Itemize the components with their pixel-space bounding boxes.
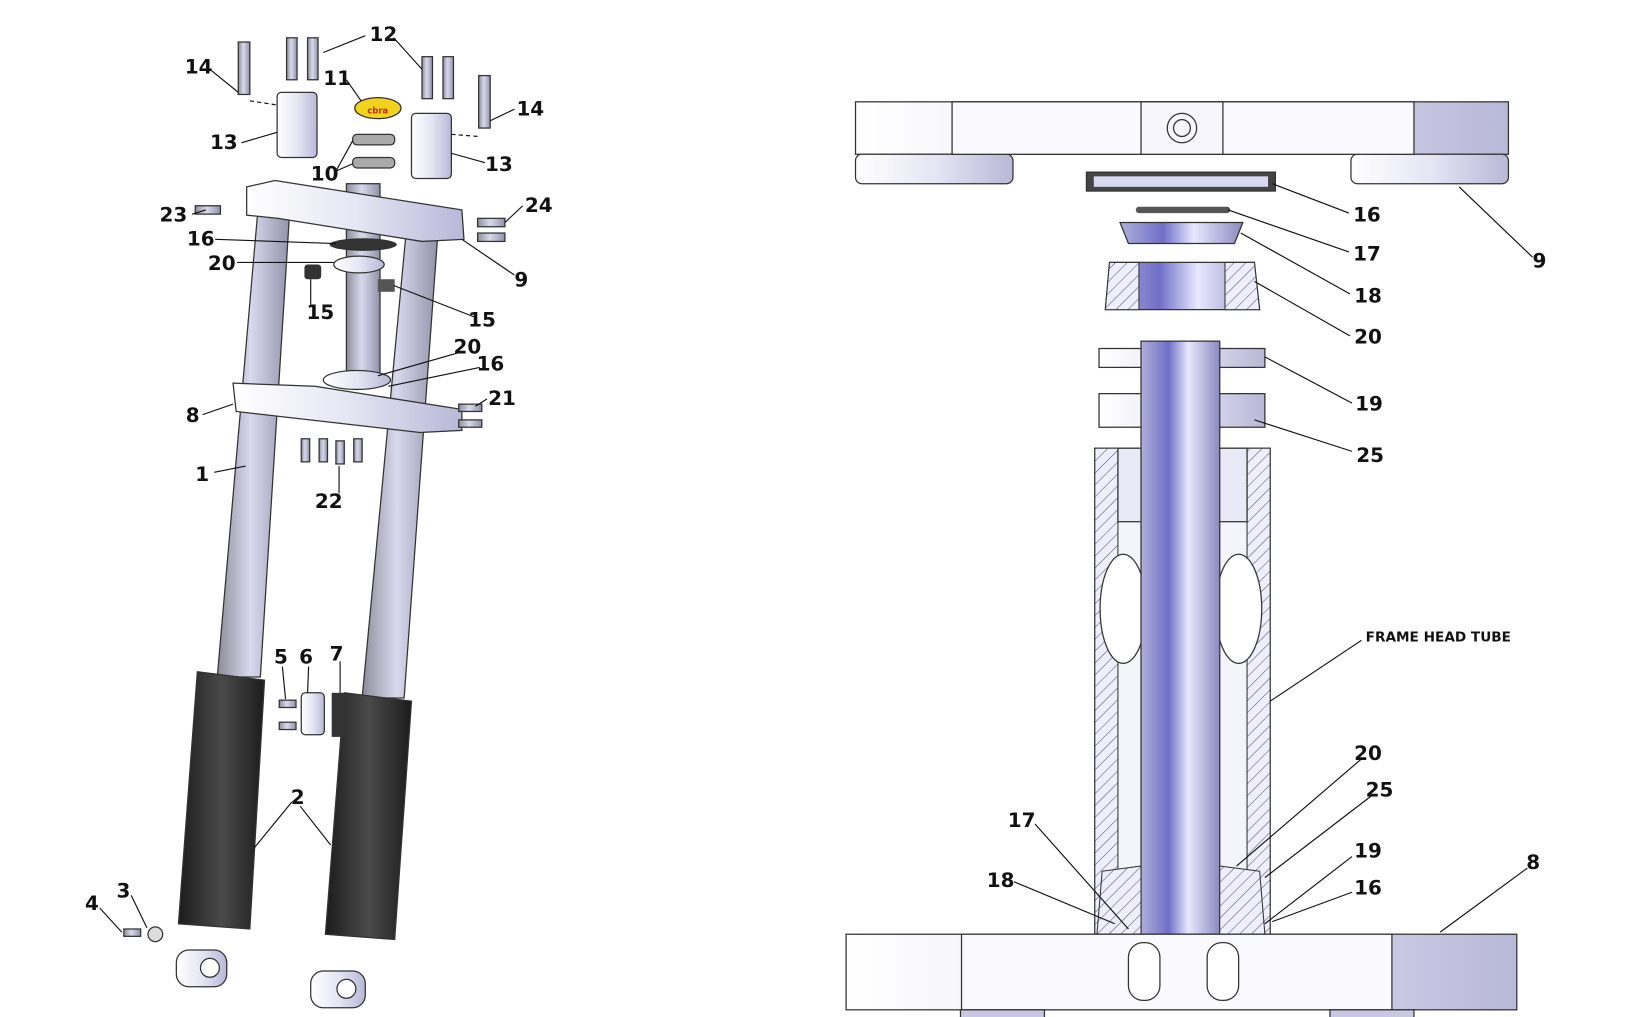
part-label: 16	[1354, 875, 1382, 899]
part-label: 3	[117, 878, 131, 902]
part-label: 19	[1355, 391, 1383, 415]
part-label: 7	[330, 641, 344, 665]
part-label: 8	[186, 403, 200, 427]
part-label: 10	[311, 162, 339, 186]
part-label: 13	[485, 152, 513, 176]
part-label: 22	[315, 489, 343, 513]
part-label: 16	[477, 352, 505, 376]
top-clamp-section	[854, 101, 1510, 185]
part-label: 21	[488, 386, 516, 410]
part-label: 14	[516, 96, 544, 120]
part-label: 9	[1533, 249, 1547, 273]
part-label: 13	[210, 130, 238, 154]
part-label: 19	[1354, 839, 1382, 863]
part-label: 20	[1354, 324, 1382, 348]
fork-lower-left	[177, 671, 266, 930]
part-label: 16	[1353, 202, 1381, 226]
part-label: 25	[1366, 778, 1394, 802]
brand-logo: cbra	[367, 105, 388, 115]
part-label: 18	[1354, 283, 1382, 307]
top-nut-cap: cbra	[354, 96, 402, 120]
part-label: 8	[1526, 850, 1540, 874]
part-label: 5	[274, 644, 288, 668]
part-label: 6	[299, 644, 313, 668]
part-label: 20	[208, 251, 236, 275]
bar-clamp-right	[410, 112, 453, 180]
stem-tube	[1140, 340, 1221, 935]
part-label: 25	[1356, 443, 1384, 467]
frame-head-tube-label: FRAME HEAD TUBE	[1366, 629, 1511, 645]
part-label: 2	[291, 785, 305, 809]
part-label: 11	[323, 66, 351, 90]
part-label: 12	[369, 22, 397, 46]
part-label: 4	[85, 891, 99, 915]
part-label: 15	[307, 300, 335, 324]
left-exploded-view: cbra 12 14 11 14 13 13 10 23 24 16 20 9 …	[85, 22, 553, 1009]
leader-lines-right	[1013, 183, 1533, 933]
part-label: 15	[468, 307, 496, 331]
cable-guide	[300, 692, 325, 736]
bolts	[123, 37, 506, 937]
part-label: 20	[1354, 741, 1382, 765]
fork-lower-right	[324, 692, 413, 941]
part-label: 17	[1008, 808, 1036, 832]
bottom-clamp-section	[845, 933, 1518, 1017]
leader-lines-left	[99, 35, 524, 933]
bar-clamp-left	[276, 91, 318, 159]
part-label: 20	[453, 335, 481, 359]
right-section-view: 16 17 9 18 20 19 25 20 25 17 19 8 18 16 …	[845, 101, 1547, 1017]
part-label: 9	[514, 268, 528, 292]
bottom-triple-clamp	[232, 382, 463, 434]
top-triple-clamp	[246, 179, 465, 243]
part-label: 1	[195, 462, 209, 486]
part-label: 14	[185, 54, 213, 78]
part-label: 23	[160, 202, 188, 226]
part-label: 17	[1353, 241, 1381, 265]
clip	[331, 692, 347, 737]
part-label: 16	[187, 227, 215, 251]
part-label: 18	[987, 868, 1015, 892]
part-label: 24	[525, 193, 553, 217]
